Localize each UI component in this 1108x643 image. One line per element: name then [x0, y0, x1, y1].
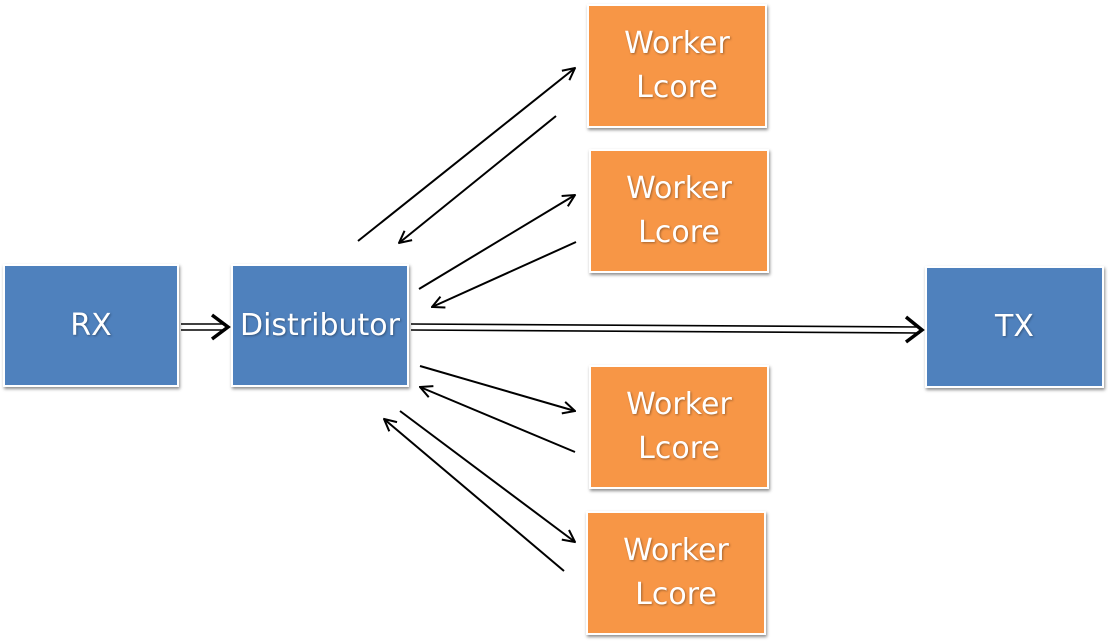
worker-label-line2: Lcore [638, 431, 720, 466]
arrow-worker-2-to-distributor [432, 241, 577, 307]
tx-node: TX [925, 266, 1104, 388]
worker-label-line1: Worker [626, 171, 732, 206]
rx-label: RX [70, 307, 112, 343]
worker-label-line1: Worker [624, 26, 730, 61]
worker-lcore-node-4: Worker Lcore [586, 511, 766, 635]
worker-lcore-node-3: Worker Lcore [589, 365, 769, 489]
arrow-distributor-to-worker-1 [357, 68, 575, 242]
arrow-worker-3-to-distributor [420, 387, 576, 453]
distributor-label: Distributor [239, 307, 400, 343]
arrow-rx-to-distributor [181, 313, 231, 341]
rx-node: RX [3, 264, 179, 387]
tx-label: TX [995, 309, 1034, 344]
arrow-worker-4-to-distributor [384, 419, 565, 572]
worker-lcore-node-2: Worker Lcore [589, 149, 769, 273]
arrow-distributor-to-worker-4 [399, 410, 575, 542]
worker-label-line2: Lcore [636, 70, 718, 105]
worker-label-line2: Lcore [635, 577, 717, 612]
arrow-distributor-to-tx [410, 315, 925, 344]
worker-label-line1: Worker [623, 533, 729, 568]
worker-lcore-node-1: Worker Lcore [587, 4, 767, 128]
arrow-worker-1-to-distributor [399, 115, 557, 243]
arrow-distributor-to-worker-2 [418, 195, 575, 290]
distributor-node: Distributor [231, 264, 409, 387]
worker-label-line2: Lcore [638, 215, 720, 250]
worker-label-line1: Worker [626, 387, 732, 422]
arrow-distributor-to-worker-3 [419, 365, 575, 411]
